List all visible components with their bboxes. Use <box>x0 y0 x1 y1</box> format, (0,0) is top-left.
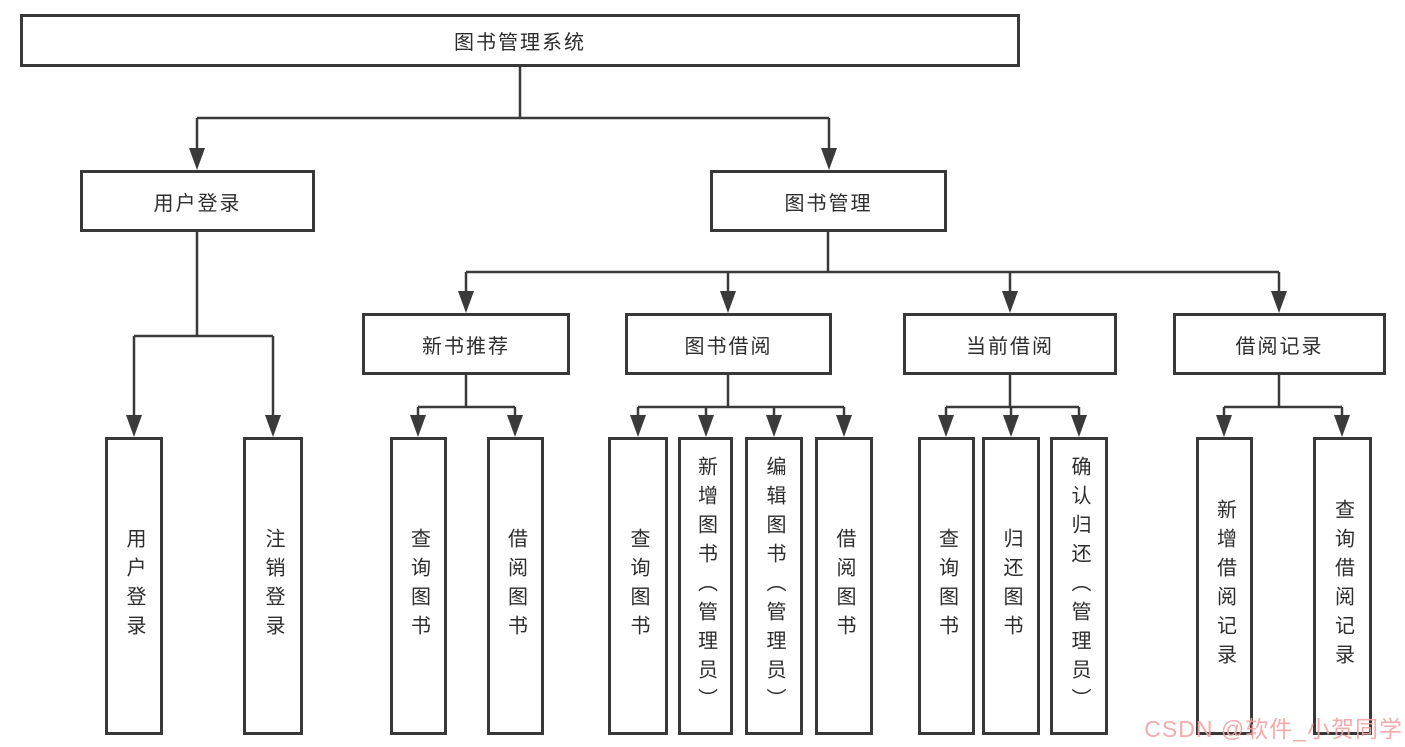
arrowhead <box>1271 291 1287 313</box>
leaf-borrow-book: 借阅图书 <box>815 437 873 735</box>
leaf-label: 借阅图书 <box>504 528 527 644</box>
node-book-management: 图书管理 <box>710 170 947 232</box>
csdn-watermark: CSDN @软件_小贺同学 <box>1144 716 1403 742</box>
leaf-borrow-add-admin: 新增图书（管理员） <box>678 437 733 735</box>
leaf-record-add: 新增借阅记录 <box>1196 437 1253 735</box>
arrowhead <box>189 148 205 170</box>
leaf-label: 查询图书 <box>935 528 958 644</box>
leaf-borrow-query: 查询图书 <box>608 437 668 735</box>
leaf-logout: 注销登录 <box>243 437 303 735</box>
node-root-system: 图书管理系统 <box>20 14 1020 67</box>
node-label: 图书管理 <box>784 192 873 215</box>
leaf-label: 新增借阅记录 <box>1213 499 1236 673</box>
leaf-newbook-borrow: 借阅图书 <box>487 437 544 735</box>
leaf-current-return: 归还图书 <box>982 437 1040 735</box>
node-borrow-record: 借阅记录 <box>1173 313 1386 375</box>
arrowhead <box>126 415 142 437</box>
node-user-login: 用户登录 <box>80 170 315 232</box>
leaf-label: 新增图书（管理员） <box>694 455 717 717</box>
node-label: 借阅记录 <box>1235 335 1324 358</box>
arrowhead <box>1002 291 1018 313</box>
leaf-label: 归还图书 <box>1000 528 1022 644</box>
node-label: 当前借阅 <box>966 335 1054 358</box>
arrowhead <box>821 148 837 170</box>
arrowhead <box>507 415 523 437</box>
node-current-borrow: 当前借阅 <box>903 313 1117 375</box>
arrowhead <box>766 415 782 437</box>
arrowhead <box>458 291 474 313</box>
arrowhead <box>1216 415 1232 437</box>
arrowhead <box>1071 415 1087 437</box>
leaf-label: 查询图书 <box>407 528 430 644</box>
leaf-borrow-edit-admin: 编辑图书（管理员） <box>745 437 803 735</box>
node-new-book-recommend: 新书推荐 <box>362 313 570 375</box>
node-label: 新书推荐 <box>422 335 510 358</box>
leaf-label: 编辑图书（管理员） <box>763 455 785 717</box>
node-label: 用户登录 <box>153 192 242 215</box>
leaf-label: 借阅图书 <box>833 528 855 644</box>
leaf-label: 注销登录 <box>262 528 284 644</box>
node-label: 图书借阅 <box>684 335 773 358</box>
arrowhead <box>265 415 281 437</box>
arrowhead <box>1334 415 1350 437</box>
leaf-label: 查询图书 <box>627 528 649 644</box>
node-label: 图书管理系统 <box>454 32 586 54</box>
arrowhead <box>1003 415 1019 437</box>
arrowhead <box>720 291 736 313</box>
arrowhead <box>698 415 714 437</box>
leaf-label: 用户登录 <box>123 528 145 644</box>
arrowhead <box>410 415 426 437</box>
leaf-current-confirm-admin: 确认归还（管理员） <box>1050 437 1108 735</box>
arrowhead <box>938 415 954 437</box>
arrowhead <box>630 415 646 437</box>
leaf-current-query: 查询图书 <box>918 437 975 735</box>
leaf-user-login: 用户登录 <box>105 437 163 735</box>
arrowhead <box>836 415 852 437</box>
leaf-label: 确认归还（管理员） <box>1068 455 1090 717</box>
leaf-label: 查询借阅记录 <box>1331 499 1354 673</box>
leaf-record-query: 查询借阅记录 <box>1313 437 1372 735</box>
leaf-newbook-query: 查询图书 <box>390 437 447 735</box>
node-book-borrow: 图书借阅 <box>625 313 832 375</box>
